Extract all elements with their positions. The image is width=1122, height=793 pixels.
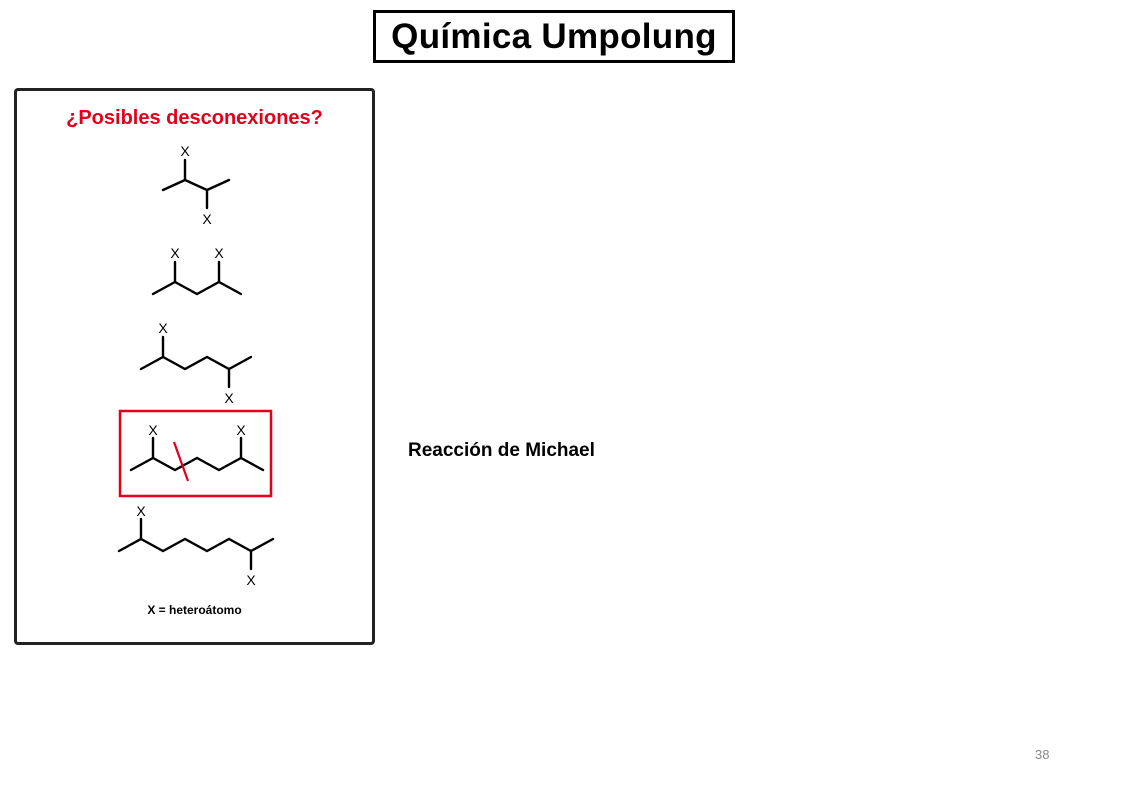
x-label: X — [180, 143, 190, 159]
slide-title: Química Umpolung — [391, 16, 717, 56]
structure-1-2: X X — [161, 143, 231, 227]
structure-1-4: X X — [139, 320, 253, 406]
x-label: X — [148, 422, 158, 438]
highlight-frame — [118, 409, 273, 498]
structure-1-3: X X — [151, 245, 243, 296]
x-label: X — [246, 572, 256, 588]
structures-diagram: X X X X X X X X — [117, 143, 275, 588]
structure-1-5-highlighted: X X — [118, 409, 273, 498]
x-label: X — [214, 245, 224, 261]
x-label: X — [202, 211, 212, 227]
michael-reaction-label: Reacción de Michael — [408, 440, 595, 461]
structure-1-6: X X — [117, 503, 275, 588]
x-label: X — [136, 503, 146, 519]
panel-heading: ¿Posibles desconexiones? — [66, 107, 323, 129]
x-label: X — [224, 390, 234, 406]
page-number: 38 — [1035, 747, 1050, 762]
x-label: X — [236, 422, 246, 438]
slide-title-box: Química Umpolung — [373, 10, 735, 63]
x-label: X — [158, 320, 168, 336]
x-label: X — [170, 245, 180, 261]
heteroatom-legend: X = heteroátomo — [147, 603, 242, 617]
disconnection-mark — [172, 441, 190, 482]
disconnections-panel: ¿Posibles desconexiones? X X X X X X — [14, 88, 375, 645]
